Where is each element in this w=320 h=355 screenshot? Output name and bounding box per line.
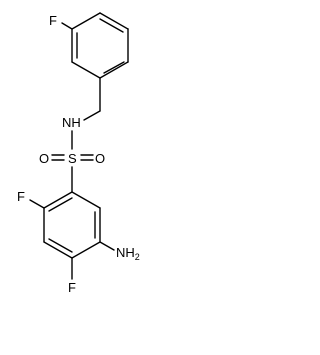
- sulfur-atom-label: S: [68, 151, 77, 166]
- oxygen-right-atom-label: O: [95, 151, 105, 166]
- fluorophenyl-ring: [71, 12, 129, 79]
- bond-ring2-f: [71, 191, 101, 209]
- bond-ring1-f: [71, 12, 101, 30]
- bond-ring2-c: [43, 241, 73, 259]
- bond-ring2-f-left: [29, 199, 45, 209]
- bond-ring1-double-2: [103, 61, 125, 74]
- bond-ring2-a: [43, 191, 73, 209]
- bond-ring2-nh2: [99, 241, 115, 251]
- fluorine-left-atom-label: F: [17, 189, 25, 204]
- fluorine-atom-label: F: [49, 13, 57, 28]
- difluoroaminophenyl-ring: [43, 191, 101, 259]
- fluorine-bottom-atom-label: F: [68, 280, 76, 295]
- nh-atom-label: NH: [62, 115, 81, 130]
- bond-ring1-e: [99, 12, 129, 30]
- bond-ring1-c: [99, 61, 129, 79]
- bond-ring1-b: [71, 61, 101, 79]
- bond-ch2-nh: [83, 110, 101, 121]
- bond-ring2-double-1: [48, 197, 73, 212]
- bond-ring1-f: [61, 22, 73, 30]
- bond-ring2-double-2: [48, 238, 73, 253]
- chemical-structure-diagram: F NH S O O F F NH2: [17, 12, 140, 295]
- amino-atom-label: NH2: [116, 245, 140, 262]
- oxygen-left-atom-label: O: [39, 151, 49, 166]
- bond-ring2-d: [71, 241, 101, 259]
- bond-ring1-double-3: [99, 18, 124, 33]
